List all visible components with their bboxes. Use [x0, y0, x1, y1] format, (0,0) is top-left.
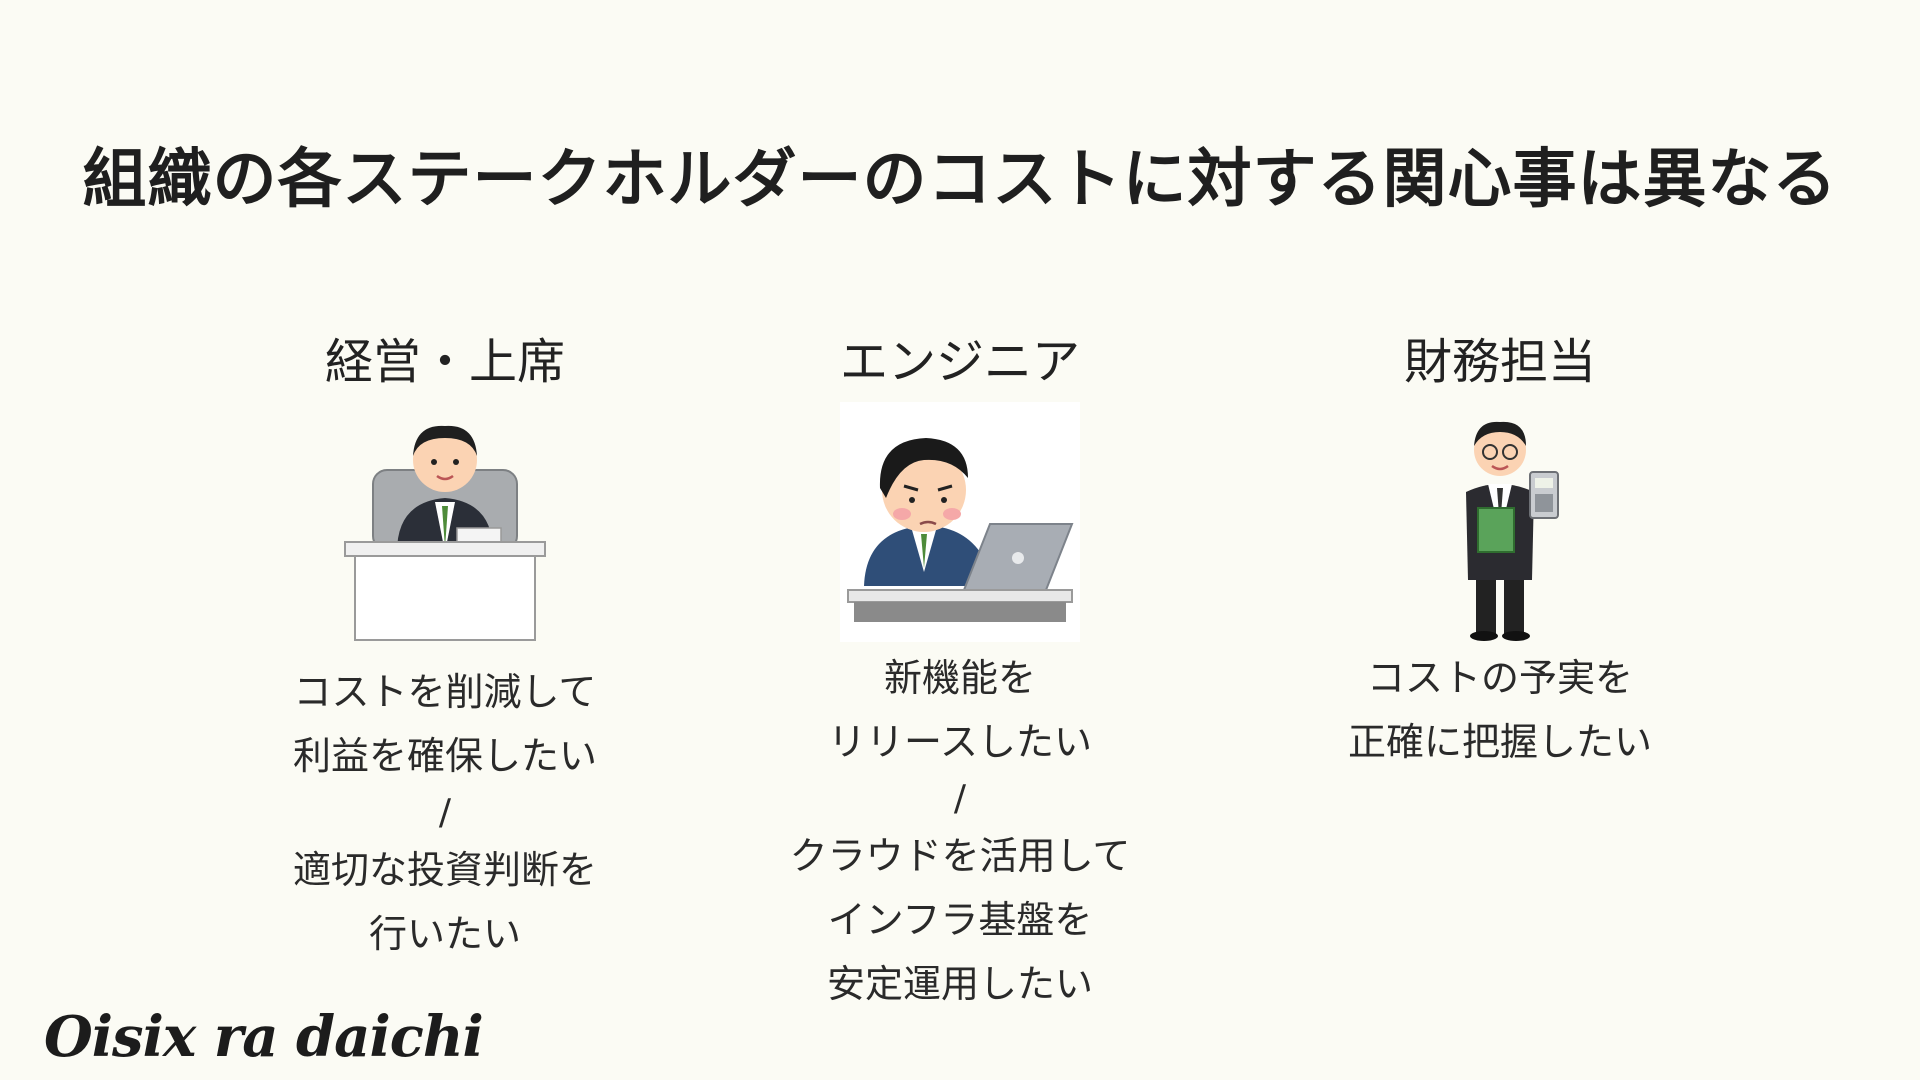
separator: / — [953, 778, 967, 819]
concern-line: リリースしたい — [827, 720, 1093, 764]
concern-text: 新機能を リリースしたい / クラウドを活用して インフラ基盤を 安定運用したい — [790, 646, 1131, 1016]
company-logo: Oisix ra daichi — [44, 1004, 484, 1070]
column-heading: 財務担当 — [1403, 334, 1596, 390]
concern-line: 正確に把握したい — [1347, 720, 1652, 764]
column-heading: エンジニア — [839, 334, 1080, 390]
concern-text: コストを削減して 利益を確保したい / 適切な投資判断を 行いたい — [293, 660, 597, 966]
concern-line: 行いたい — [368, 912, 521, 956]
concern-text: コストの予実を 正確に把握したい — [1348, 646, 1652, 774]
stakeholder-engineer: エンジニア 新機能を リリースしたい / クラウドを活用して インフラ基盤を 安… — [680, 330, 1240, 1016]
concern-line: コストの予実を — [1366, 656, 1633, 700]
concern-line: コストを削減して — [293, 670, 597, 714]
engineer-with-laptop-icon — [840, 402, 1080, 642]
slide-title: 組織の各ステークホルダーのコストに対する関心事は異なる — [82, 143, 1838, 217]
concern-line: 適切な投資判断を — [292, 848, 597, 892]
concern-line: クラウドを活用して — [789, 834, 1131, 878]
accountant-with-calculator-icon — [1380, 402, 1620, 642]
stakeholder-finance: 財務担当 コストの予実を 正確に把握したい — [1220, 330, 1780, 774]
concern-line: 新機能を — [883, 656, 1036, 700]
concern-line: 利益を確保したい — [292, 734, 597, 778]
separator: / — [438, 792, 452, 833]
executive-at-desk-icon — [325, 402, 565, 642]
stakeholder-executive: 経営・上席 コストを削減して 利益を確保したい / 適切な投資判断を 行いたい — [165, 330, 725, 966]
column-heading: 経営・上席 — [324, 334, 565, 390]
concern-line: インフラ基盤を — [827, 898, 1093, 942]
concern-line: 安定運用したい — [826, 962, 1093, 1006]
